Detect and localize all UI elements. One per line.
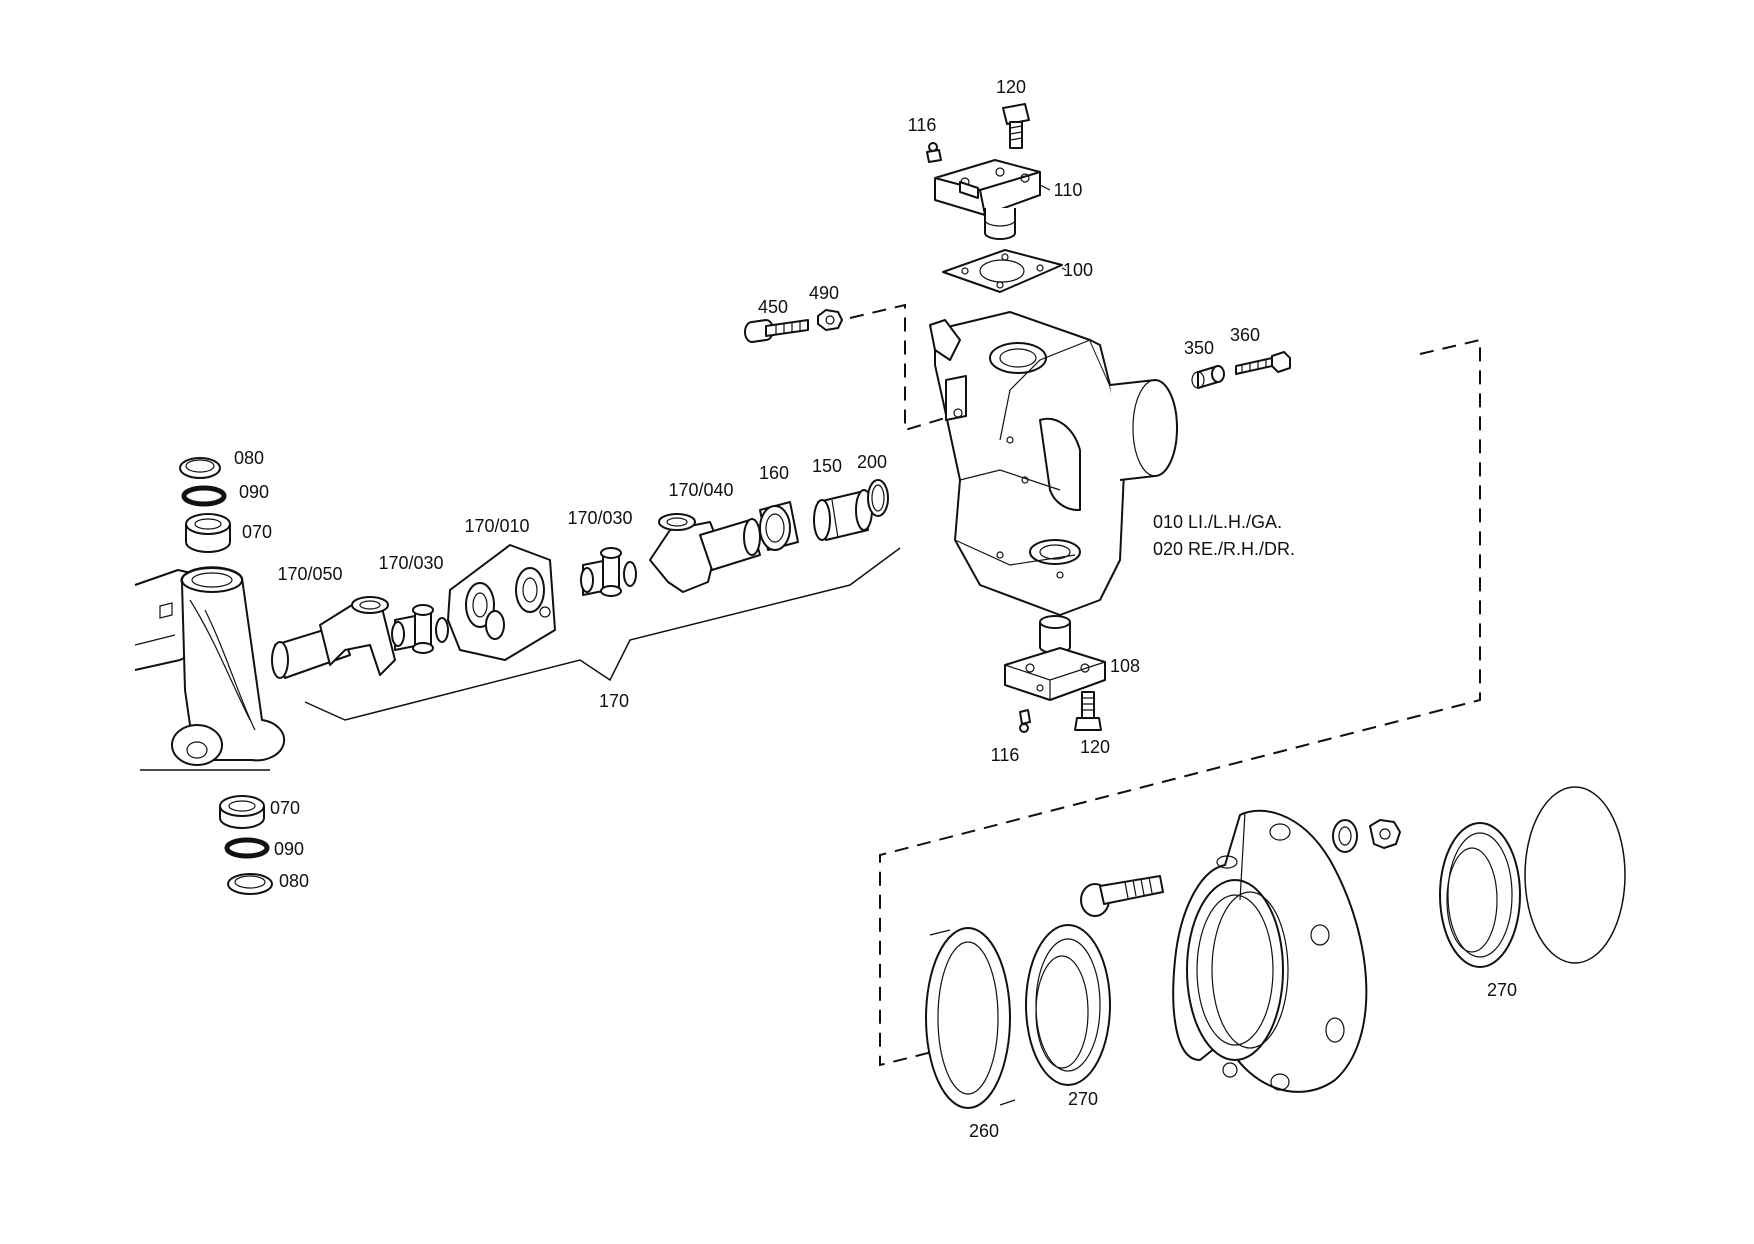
label-010: 010 LI./L.H./GA. [1153, 512, 1283, 532]
bearing-070-bottom [219, 795, 265, 829]
o-ring-large [1524, 786, 1626, 964]
steering-knuckle-housing [929, 311, 1178, 616]
seal-260 [925, 927, 1016, 1109]
label-170-010: 170/010 [464, 516, 530, 536]
dashed-leader-upper [849, 303, 956, 432]
label-110: 110 [1053, 180, 1083, 200]
double-yoke-170-010 [447, 544, 556, 661]
label-170-030-b: 170/030 [567, 508, 633, 528]
gasket-100 [942, 249, 1063, 293]
label-450: 450 [757, 297, 789, 317]
wheel-hub [1172, 809, 1368, 1093]
seal-160 [759, 501, 799, 551]
label-170-050: 170/050 [277, 564, 343, 584]
dashed-leader-right [879, 338, 1481, 1067]
wheel-nut [1369, 819, 1401, 849]
o-ring-090-bottom [224, 837, 270, 859]
label-116-bottom: 116 [990, 745, 1020, 765]
grease-nipple-116-top [926, 142, 942, 163]
leader-110 [1039, 184, 1051, 191]
stud-bolt [1080, 875, 1164, 917]
label-360: 360 [1229, 325, 1261, 345]
bolt-450 [744, 319, 809, 343]
washer-small [1332, 819, 1358, 853]
label-150: 150 [811, 456, 843, 476]
bearing-270-b [1439, 822, 1521, 968]
shaft-170-050 [271, 596, 396, 679]
label-260: 260 [968, 1121, 1000, 1141]
spacer-350 [1191, 365, 1225, 389]
label-080-top: 080 [233, 448, 265, 468]
bolt-360 [1235, 351, 1291, 375]
leader-100 [1061, 267, 1067, 271]
label-120-top: 120 [995, 77, 1027, 97]
label-170-040: 170/040 [668, 480, 734, 500]
label-270-b: 270 [1486, 980, 1518, 1000]
label-100: 100 [1062, 260, 1094, 280]
snap-ring-200 [867, 479, 889, 517]
label-120-bottom: 120 [1079, 737, 1111, 757]
label-090-bottom: 090 [273, 839, 305, 859]
nut-490 [817, 309, 843, 331]
shaft-170-040 [649, 513, 761, 593]
label-116-top: 116 [907, 115, 937, 135]
label-070-top: 070 [241, 522, 273, 542]
grease-nipple-116-bottom [1019, 709, 1031, 733]
bearing-070-top [185, 513, 231, 553]
bearing-270-a [1025, 924, 1111, 1086]
label-350: 350 [1183, 338, 1215, 358]
cap-110 [934, 159, 1041, 240]
label-490: 490 [808, 283, 840, 303]
o-ring-090-top [181, 485, 227, 507]
bolt-120-top [1002, 103, 1030, 149]
label-108: 108 [1109, 656, 1141, 676]
cross-170-030-a [391, 604, 449, 654]
cross-170-030-b [580, 547, 637, 597]
seal-080-bottom [227, 873, 273, 895]
label-080-bottom: 080 [278, 871, 310, 891]
bolt-120-bottom [1074, 691, 1102, 731]
label-170: 170 [598, 691, 630, 711]
label-090-top: 090 [238, 482, 270, 502]
lower-pivot-108 [1004, 615, 1106, 701]
axle-housing-arm [134, 566, 286, 771]
label-270-a: 270 [1067, 1089, 1099, 1109]
label-200: 200 [856, 452, 888, 472]
label-160: 160 [758, 463, 790, 483]
label-020: 020 RE./R.H./DR. [1153, 539, 1296, 559]
seal-080-top [179, 457, 221, 479]
bracket-170 [304, 547, 901, 721]
label-170-030-a: 170/030 [378, 553, 444, 573]
bushing-150 [813, 489, 873, 541]
label-070-bottom: 070 [269, 798, 301, 818]
